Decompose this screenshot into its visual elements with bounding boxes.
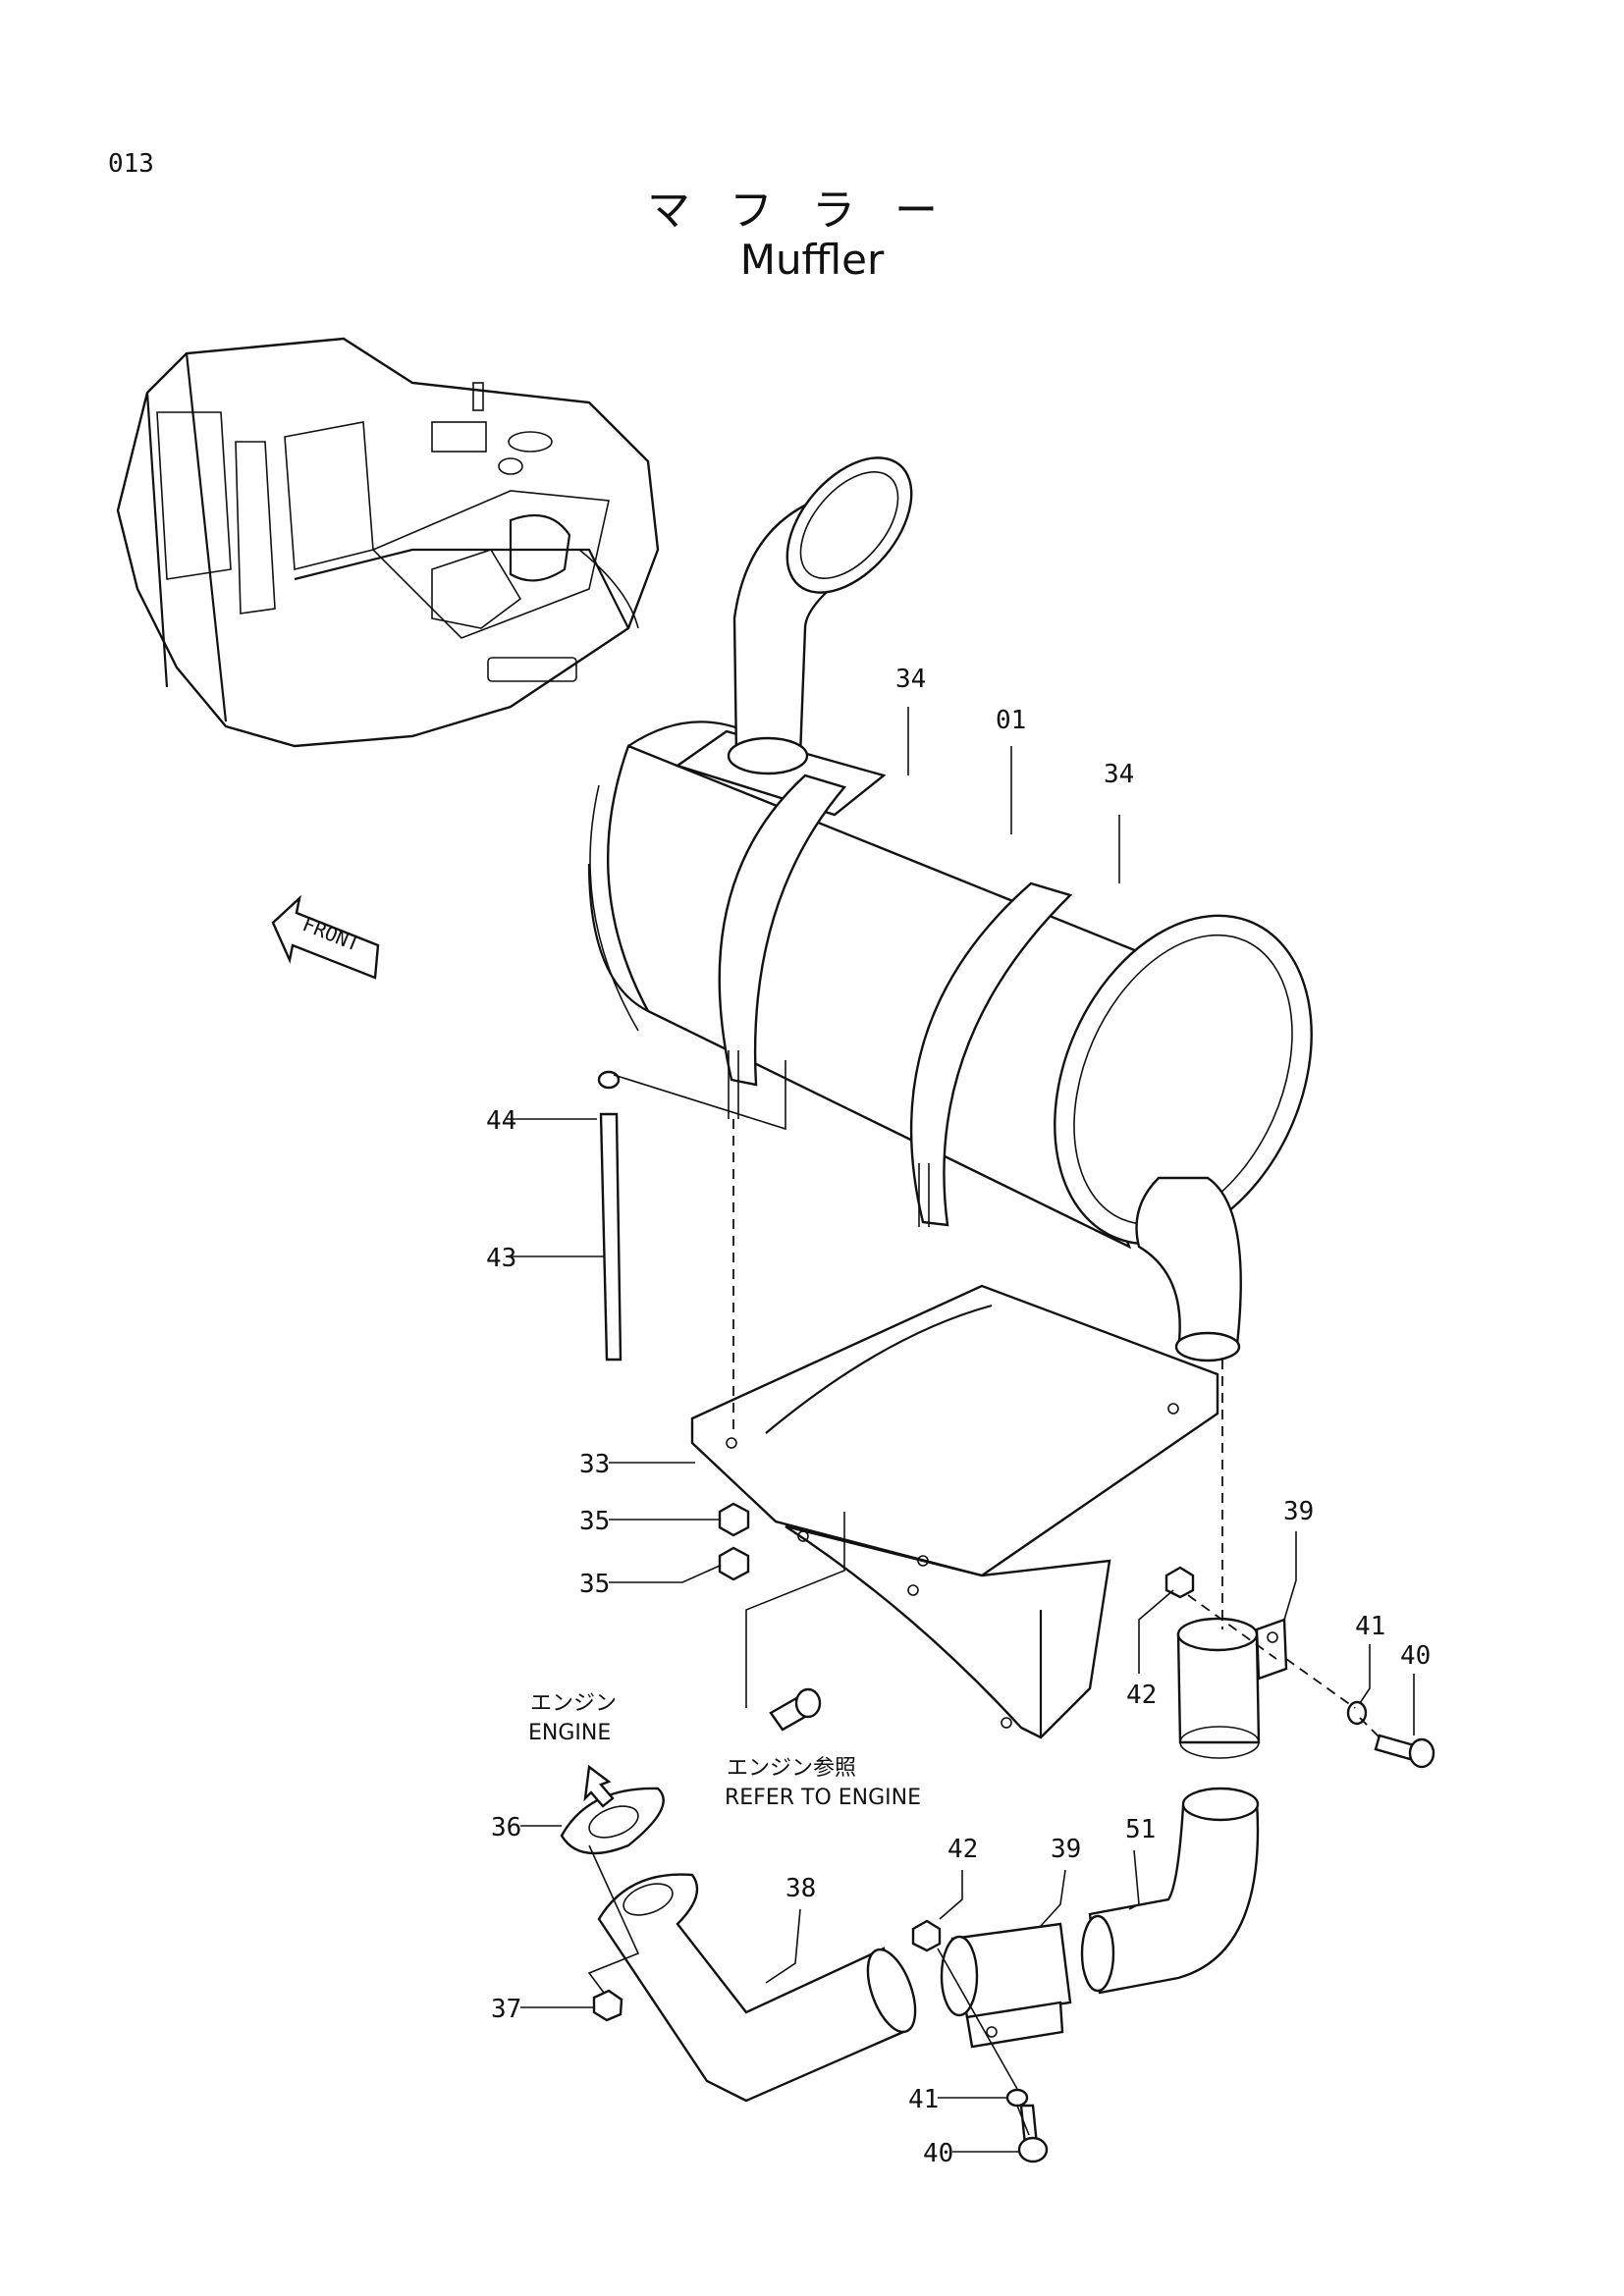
- elbow-pipe-51: [1080, 1787, 1260, 1995]
- clamp-39-upper: [1176, 1617, 1288, 1759]
- notes: エンジン ENGINE エンジン参照 REFER TO ENGINE: [528, 1691, 921, 1810]
- callout-35: 35: [579, 1570, 610, 1599]
- bolt-40-lower: [1017, 2104, 1049, 2163]
- callout-leader-lines: [506, 707, 1415, 2153]
- rod-and-clip: [597, 1070, 623, 1362]
- engine-direction-arrow: [583, 1764, 615, 1808]
- callout-34: 34: [895, 665, 926, 694]
- callout-40: 40: [923, 2139, 953, 2168]
- callout-44: 44: [486, 1106, 516, 1136]
- callout-34: 34: [1104, 760, 1134, 789]
- bolt-40-upper: [1374, 1734, 1435, 1769]
- refer-to-engine-note-japanese: エンジン参照: [727, 1756, 856, 1781]
- outlet-elbow: [1135, 1176, 1242, 1362]
- nuts-35: [718, 1502, 750, 1581]
- front-direction-arrow: FRONT: [271, 894, 380, 980]
- callout-40: 40: [1400, 1641, 1431, 1671]
- callout-42: 42: [947, 1835, 978, 1864]
- callout-38: 38: [785, 1874, 816, 1903]
- callout-51: 51: [1125, 1815, 1156, 1844]
- page-code: 013: [108, 149, 154, 179]
- nut-37: [592, 1989, 623, 2022]
- callout-01: 01: [996, 706, 1026, 735]
- bracket-bolt: [769, 1687, 822, 1732]
- refer-to-engine-note: REFER TO ENGINE: [725, 1786, 921, 1810]
- callout-39: 39: [1283, 1497, 1314, 1526]
- engine-note-japanese: エンジン: [530, 1691, 617, 1716]
- callout-41: 41: [908, 2085, 939, 2114]
- callout-33: 33: [579, 1450, 610, 1479]
- callout-39: 39: [1051, 1835, 1081, 1864]
- page-title-japanese: マフラー: [647, 186, 977, 236]
- muffler-body: [587, 721, 1313, 1250]
- washer-41-lower: [1005, 2088, 1029, 2108]
- muffler-bracket: [690, 1284, 1219, 1739]
- nut-42-upper: [1164, 1566, 1195, 1599]
- engine-note: ENGINE: [528, 1721, 611, 1745]
- clamp-39-lower: [940, 1922, 1072, 2049]
- gasket-36: [560, 1787, 665, 1855]
- callout-41: 41: [1355, 1612, 1385, 1641]
- callout-37: 37: [491, 1995, 521, 2024]
- callout-43: 43: [486, 1244, 516, 1273]
- callout-labels: 34 01 34 44 43 33 35 35 39 42 41 40 36 3…: [486, 665, 1431, 2168]
- callout-36: 36: [491, 1813, 521, 1842]
- exhaust-pipe-38: [597, 1873, 917, 2103]
- nut-42-lower: [911, 1919, 942, 1952]
- page-title: Muffler: [739, 236, 885, 284]
- callout-42: 42: [1126, 1681, 1157, 1710]
- assembly-center-lines: [587, 1060, 1380, 2136]
- callout-35: 35: [579, 1507, 610, 1536]
- tail-pipe: [727, 456, 913, 775]
- excavator-overview-illustration: [116, 337, 660, 748]
